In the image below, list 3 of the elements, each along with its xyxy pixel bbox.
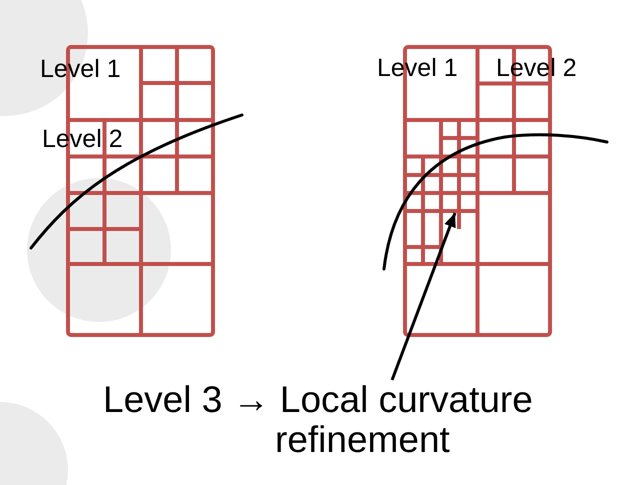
grid-cell [439,191,461,213]
annotation-text: Level 3 → Local curvature refinement [103,380,543,460]
leader-arrow [390,212,456,381]
